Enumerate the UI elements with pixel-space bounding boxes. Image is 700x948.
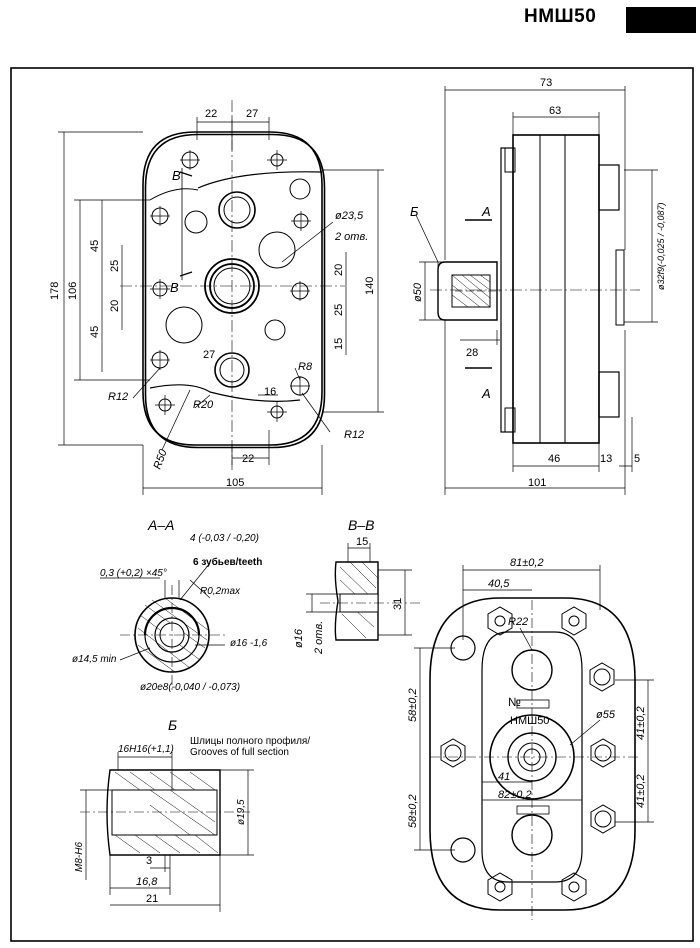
radius-r0-2: R0,2max [200,586,241,597]
section-label-v-top: В [172,168,181,183]
dim-d16-aa: ø16 -1,6 [230,638,268,649]
dim-22-top: 22 [205,108,217,120]
chamfer-dim: 0,3 (+0,2) ×45° [100,568,167,579]
radius-r20: R20 [193,399,214,411]
radius-r22: R22 [508,616,528,628]
section-vv-labels: В–В 15 31 ø16 2 отв. [293,517,404,655]
section-aa [100,562,225,690]
dim-178: 178 [49,282,61,300]
dim-21: 21 [146,893,158,905]
dim-13: 13 [600,453,612,465]
dim-d55: ø55 [596,709,616,721]
flange-view [414,565,654,920]
front-view-labels: 22 27 ø23,5 2 отв. 178 106 45 25 20 45 2… [49,108,376,489]
dim-16: 16 [264,386,276,398]
dim-82: 82±0,2 [498,789,532,801]
teeth-count: 6 зубьев/teeth [193,556,262,568]
dim-27-top: 27 [246,108,258,120]
dim-31: 31 [392,598,404,610]
dim-27-mid: 27 [203,349,215,361]
drawing-frame [10,67,694,942]
dim-63: 63 [549,105,561,117]
dim-41-right-upper: 41±0,2 [635,706,647,740]
drawing-title: НМШ50 [524,6,597,27]
dim-140: 140 [364,277,376,295]
front-view [58,100,384,495]
section-label-a-bottom: А [481,386,491,401]
detail-b-labels: Б 16H16(+1,1) Шлицы полного профиля/ Gro… [74,717,310,905]
radius-r12-right: R12 [344,429,364,441]
dim-22-bottom: 22 [242,453,254,465]
dim-41: 41 [498,771,510,783]
dim-15-right: 15 [333,338,345,350]
dim-20-right: 20 [333,264,345,276]
dim-two-holes-vv: 2 отв. [313,621,325,655]
section-aa-labels: А–А 4 (-0,03 / -0,20) 6 зубьев/teeth 0,3… [72,517,268,693]
dim-3: 3 [146,855,152,867]
dim-d23-5: ø23,5 [335,210,364,222]
splines-ru: Шлицы полного профиля/ [190,735,310,747]
detail-b-title: Б [168,717,177,733]
dim-40-5: 40,5 [488,578,510,590]
tooth-width-dim: 4 (-0,03 / -0,20) [190,533,259,544]
title-block-bar [626,7,696,33]
dim-46: 46 [548,453,560,465]
flange-view-labels: 81±0,2 40,5 R22 № НМШ50 ø55 58±0,2 58±0,… [407,557,647,828]
section-vv-title: В–В [348,517,374,533]
dim-d14-5: ø14,5 min [72,654,117,665]
section-label-v-bottom: В [170,280,179,295]
radius-r8: R8 [298,361,313,373]
side-view-labels: 73 63 Б А А ø50 28 ø32f9(-0,025 / -0,087… [410,77,666,489]
splines-en: Grooves of full section [190,747,289,758]
radius-r50: R50 [152,447,170,471]
detail-b [80,752,254,912]
side-view [415,86,658,495]
dim-d50: ø50 [412,282,424,302]
plate-model: НМШ50 [510,715,549,727]
dim-d32f9: ø32f9(-0,025 / -0,087) [656,202,666,290]
dim-d20: ø20e8(-0,040 / -0,073) [140,682,240,693]
dim-45-upper: 45 [89,240,101,252]
dim-5: 5 [634,453,640,465]
thread-m8: M8-H6 [74,842,85,872]
dim-105: 105 [226,477,244,489]
dim-d19-5: ø19,5 [236,799,247,825]
dim-58-lower: 58±0,2 [407,794,419,828]
dim-two-holes: 2 отв. [334,231,368,243]
dim-25-right: 25 [333,304,345,316]
dim-81: 81±0,2 [510,557,544,569]
dim-28: 28 [466,347,478,359]
dim-d16-vv: ø16 [293,628,305,648]
dim-41-right-lower: 41±0,2 [635,774,647,808]
dim-73: 73 [540,77,552,89]
section-aa-title: А–А [147,517,174,533]
dim-20-left: 20 [109,300,121,312]
dim-16h16: 16H16(+1,1) [118,744,174,755]
dim-101: 101 [528,477,546,489]
dim-45-lower: 45 [89,326,101,338]
dim-25-left: 25 [109,260,121,272]
section-vv [306,543,420,641]
plate-number-label: № [508,695,521,709]
detail-label-b: Б [410,204,419,219]
dim-15-vv: 15 [356,536,368,548]
dim-16-8: 16,8 [136,876,158,888]
section-label-a-top: А [481,204,491,219]
dim-58-upper: 58±0,2 [407,688,419,722]
radius-r12-left: R12 [108,391,128,403]
dim-106: 106 [67,282,79,300]
